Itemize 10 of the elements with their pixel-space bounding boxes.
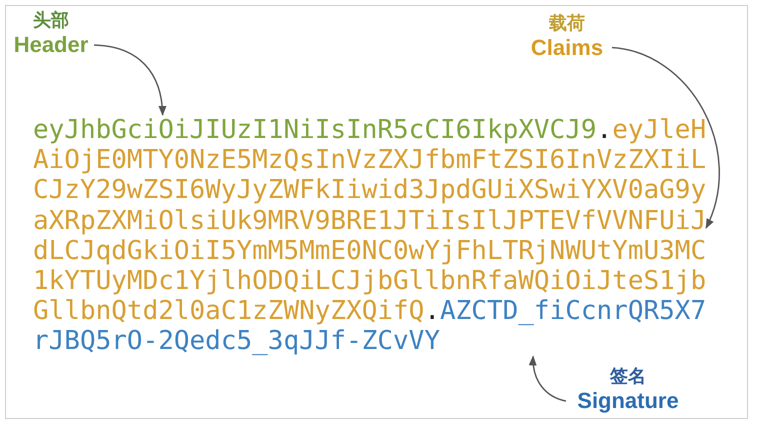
curved-arrow — [94, 44, 166, 116]
heading-text: 签名 — [610, 366, 646, 388]
label-text: Header — [14, 32, 88, 58]
heading-text: 头部 — [33, 10, 69, 32]
heading-text: 载荷 — [549, 13, 585, 35]
encoded-token-text: eyJhbGciOiJIUzI1NiIsInR5cCI6IkpXVCJ9.eyJleHAiOjE0MTY0NzE5MzQsInVzZXJfbmFtZSI6InVzZXIiLCJzY29wZSI6WyJyZWFkIiwid3JpdGUiXSwiYXV0aG9yaXRpZXMiOlsiUk9MRV9BRE1JTiIsIlJPTEVfVVNFUiJdLCJqdGkiOiI5YmM5MmE0NC0wYjFhLTRjNWUtYmU3MC1kYTUyMDc1YjlhODQiLCJjbGllbnRfaWQiOiJteS1jbGllbnQtd2l0aC1zZWNyZXQifQ.AZCTD_fiCcnrQR5X7rJBQ5rO-2Qedc5_3qJJf-ZCvVY — [33, 115, 708, 357]
label-text: Signature — [577, 388, 679, 414]
curved-arrow — [612, 46, 720, 229]
label-text: Claims — [530, 35, 604, 61]
curved-arrow — [529, 355, 566, 402]
